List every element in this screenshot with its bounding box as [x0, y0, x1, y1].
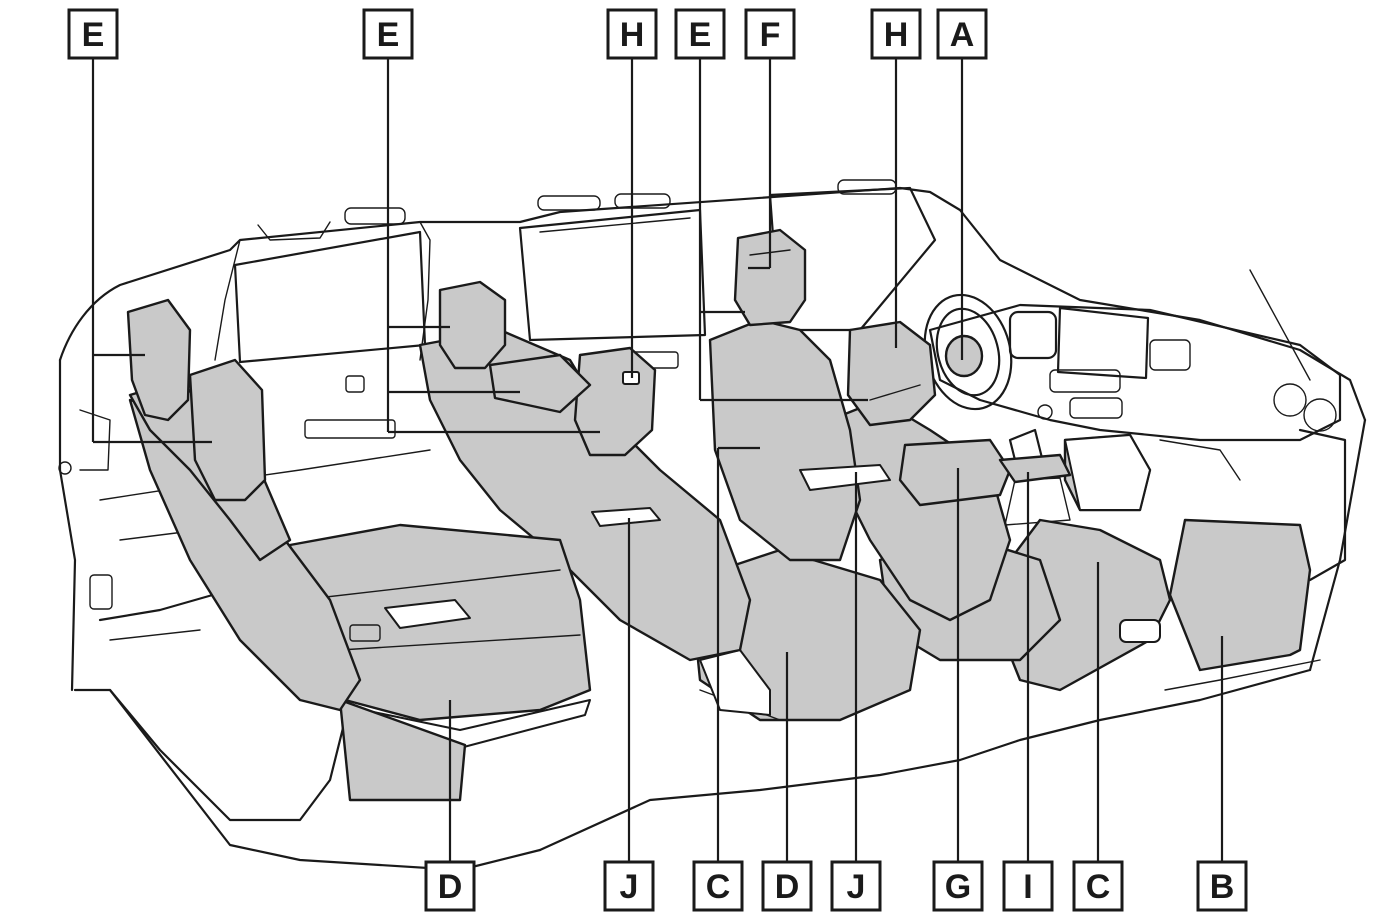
callout-top-h-2: H [870, 8, 922, 60]
floor-mat-front-passenger [1168, 518, 1312, 672]
callout-bottom-d-2: D [761, 860, 813, 912]
second-row-left-seat [418, 280, 752, 662]
callout-top-e-2: E [362, 8, 414, 60]
callout-bottom-c-1: C [692, 860, 744, 912]
callout-top-h-1: H [606, 8, 658, 60]
callout-bottom-j-2: J [830, 860, 882, 912]
callout-label: D [775, 868, 800, 906]
center-console [898, 438, 1072, 507]
callout-label: A [950, 16, 975, 54]
callout-bottom-i: I [1002, 860, 1054, 912]
callout-bottom-b: B [1196, 860, 1248, 912]
callout-label: E [82, 16, 105, 54]
callout-top-e-3: E [674, 8, 726, 60]
callout-label: J [847, 868, 866, 906]
callout-label: G [945, 868, 971, 906]
callout-label: I [1023, 868, 1032, 906]
third-row-seats [126, 298, 592, 802]
callout-label: C [706, 868, 731, 906]
callout-label: H [884, 16, 909, 54]
front-passenger-seat [998, 433, 1172, 692]
callout-label: B [1210, 868, 1235, 906]
callout-bottom-j-1: J [603, 860, 655, 912]
callout-bottom-c-2: C [1072, 860, 1124, 912]
callout-label: F [760, 16, 781, 54]
leader-lines [91, 58, 1224, 862]
callout-label: C [1086, 868, 1111, 906]
callout-bottom-g: G [932, 860, 984, 912]
callout-label: E [689, 16, 712, 54]
callout-bottom-d-1: D [424, 860, 476, 912]
dashboard [928, 269, 1347, 582]
callout-label: E [377, 16, 400, 54]
callout-top-e-1: E [67, 8, 119, 60]
callout-label: D [438, 868, 463, 906]
callout-label: H [620, 16, 645, 54]
callout-top-a: A [936, 8, 988, 60]
callout-label: J [620, 868, 639, 906]
callout-top-f: F [744, 8, 796, 60]
